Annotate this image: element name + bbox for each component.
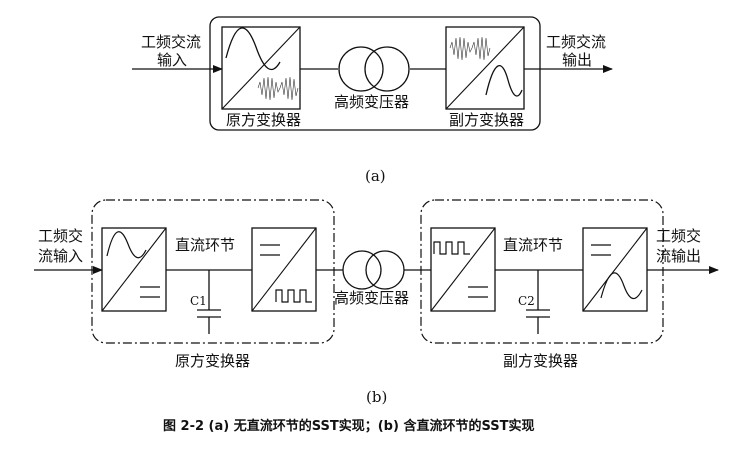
- transformer-label-a: 高频变压器: [334, 93, 409, 111]
- hf-transformer-icon-b: [342, 250, 405, 290]
- primary-converter-label-a: 原方变换器: [226, 111, 301, 129]
- sine-wave-icon: [106, 231, 147, 259]
- capacitor-c1-icon: [197, 270, 221, 334]
- capacitor-c2-icon: [526, 270, 550, 334]
- primary-converter-a: [221, 26, 301, 110]
- figure-caption: 图 2-2 (a) 无直流环节的SST实现；(b) 含直流环节的SST实现: [163, 418, 534, 434]
- square-wave-icon: [433, 241, 470, 255]
- sublabel-a: (a): [365, 167, 386, 185]
- dc-symbol-icon: [260, 244, 280, 256]
- hf-modulated-wave-icon: [449, 36, 491, 61]
- secondary-converter-a: [445, 26, 525, 110]
- output-inverter-b: [582, 227, 648, 312]
- primary-converter-label-b: 原方变换器: [175, 352, 250, 370]
- hf-rectifier-b: [430, 227, 496, 312]
- sine-wave-icon: [225, 27, 281, 71]
- figure-b: 工频交 流输入 直流环节 C1: [34, 199, 719, 406]
- output-label-b-line1: 工频交: [656, 227, 701, 245]
- inverter-b: [251, 227, 317, 312]
- primary-dashed-frame-b: [91, 199, 335, 344]
- dc-link-label-left: 直流环节: [175, 236, 235, 254]
- sine-wave-icon: [600, 272, 643, 300]
- input-label-a-line2: 输入: [157, 51, 187, 69]
- capacitor-c2-label: C2: [518, 294, 535, 308]
- output-label-a-line2: 输出: [562, 51, 592, 69]
- dc-link-label-right: 直流环节: [503, 236, 563, 254]
- secondary-converter-label-b: 副方变换器: [503, 352, 578, 370]
- hf-modulated-wave-icon: [257, 76, 299, 101]
- capacitor-c1-label: C1: [190, 294, 207, 308]
- transformer-label-b: 高频变压器: [334, 289, 409, 307]
- dc-symbol-icon: [140, 286, 160, 298]
- dc-symbol-icon: [591, 244, 611, 256]
- rectifier-b: [101, 227, 167, 312]
- sine-wave-icon: [485, 65, 523, 97]
- secondary-dashed-frame-b: [420, 199, 664, 344]
- dc-symbol-icon: [468, 286, 488, 298]
- square-wave-icon: [275, 289, 312, 303]
- hf-transformer-icon-a: [338, 46, 410, 92]
- input-label-b-line1: 工频交: [38, 227, 83, 245]
- sst-a-outer-frame: [209, 16, 541, 131]
- secondary-converter-label-a: 副方变换器: [449, 111, 524, 129]
- sublabel-b: (b): [366, 388, 387, 406]
- output-label-a-line1: 工频交流: [546, 33, 606, 51]
- input-label-b-line2: 流输入: [38, 247, 83, 265]
- figure-a: 工频交流 输入 原方变换器 高频变压器: [132, 16, 613, 185]
- output-label-b-line2: 流输出: [656, 247, 701, 265]
- input-label-a-line1: 工频交流: [141, 33, 201, 51]
